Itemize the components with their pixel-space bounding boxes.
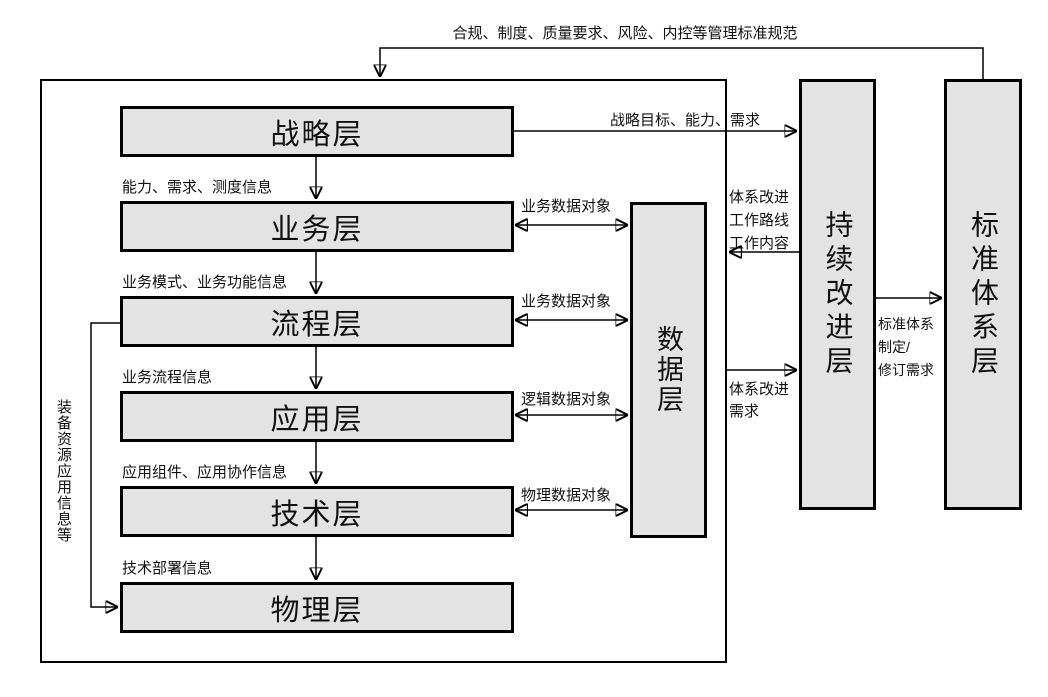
layer-label-business: 业务层 — [270, 213, 364, 246]
data-link-label-process: 业务数据对象 — [521, 293, 612, 310]
info-label-tech-deployment: 技术部署信息 — [122, 560, 213, 577]
info-label-capability: 能力、需求、测度信息 — [122, 179, 273, 196]
layer-box-process: 流程层 — [120, 296, 514, 347]
layer-box-data: 数据层 — [630, 202, 707, 538]
improvement-to-architecture-label: 体系改进 工作路线 工作内容 — [729, 189, 790, 252]
improvement-to-standard-label: 标准体系 制定/ 修订需求 — [878, 316, 934, 378]
layer-box-strategy: 战略层 — [120, 106, 514, 157]
info-label-business-process: 业务流程信息 — [122, 369, 213, 386]
layer-label-application: 应用层 — [270, 403, 364, 436]
layer-box-continuous-improvement: 持续改进层 — [799, 79, 876, 510]
layer-label-strategy: 战略层 — [270, 118, 364, 151]
layer-box-business: 业务层 — [120, 201, 514, 252]
layer-box-application: 应用层 — [120, 391, 514, 442]
equipment-resource-label: 装备资源应用信息等 — [55, 399, 72, 543]
architecture-to-improvement-label: 体系改进 需求 — [729, 381, 790, 420]
layer-label-physical: 物理层 — [270, 594, 364, 627]
layer-label-technology: 技术层 — [270, 498, 364, 531]
layer-box-technology: 技术层 — [120, 486, 514, 537]
layer-box-physical: 物理层 — [120, 582, 514, 633]
layer-label-standard-system: 标准体系层 — [968, 209, 999, 380]
layer-box-standard-system: 标准体系层 — [944, 79, 1022, 510]
info-label-app-component: 应用组件、应用协作信息 — [122, 464, 288, 481]
standards-feedback-label: 合规、制度、质量要求、风险、内控等管理标准规范 — [452, 25, 798, 42]
data-link-label-business: 业务数据对象 — [521, 198, 612, 215]
info-label-business-mode: 业务模式、业务功能信息 — [122, 274, 288, 291]
data-link-label-logical: 逻辑数据对象 — [521, 391, 612, 408]
layer-label-data: 数据层 — [653, 325, 683, 415]
layer-label-continuous-improvement: 持续改进层 — [822, 209, 854, 380]
strategy-to-improvement-label: 战略目标、能力、需求 — [609, 112, 760, 129]
data-link-label-physical: 物理数据对象 — [521, 487, 612, 504]
layer-label-process: 流程层 — [270, 308, 364, 341]
arrow-standards-feedback — [380, 47, 984, 79]
architecture-outer-box — [40, 79, 727, 663]
